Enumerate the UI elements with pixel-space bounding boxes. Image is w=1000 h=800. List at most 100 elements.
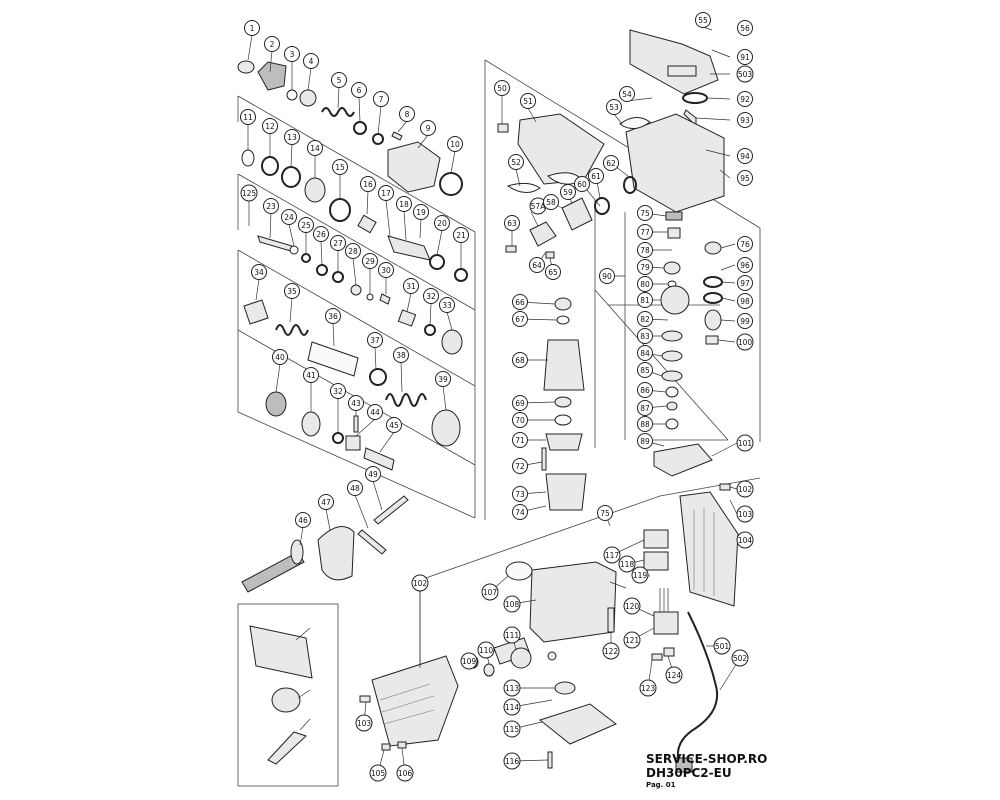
callout-circle <box>420 120 436 136</box>
callout-circle <box>503 595 521 613</box>
callout-circle <box>512 412 528 428</box>
callout-circle <box>588 168 604 184</box>
callout-circle <box>737 148 753 164</box>
callout-circle <box>618 555 636 573</box>
callout-number: 37 <box>370 336 380 345</box>
callout-number: 72 <box>515 462 525 471</box>
callout-9: 9 <box>420 120 436 136</box>
callout-107: 107 <box>481 583 499 601</box>
callout-circle <box>737 293 753 309</box>
callout-circle <box>399 106 415 122</box>
callout-52: 52 <box>508 154 524 170</box>
callout-circle <box>529 257 545 273</box>
callout-circle <box>737 112 753 128</box>
callout-number: 85 <box>640 366 650 375</box>
callout-number: 116 <box>505 757 520 766</box>
callout-49: 49 <box>365 466 381 482</box>
callout-circle <box>713 637 731 655</box>
callout-number: 57A <box>531 202 547 211</box>
callout-78: 78 <box>637 242 653 258</box>
callout-125: 125 <box>240 184 258 202</box>
callout-number: 17 <box>381 189 391 198</box>
callout-48: 48 <box>347 480 363 496</box>
callout-number: 103 <box>738 510 753 519</box>
callout-number: 120 <box>625 602 640 611</box>
callout-circle <box>347 480 363 496</box>
callout-circle <box>362 253 378 269</box>
callout-circle <box>369 764 387 782</box>
callout-number: 75 <box>640 209 650 218</box>
callout-number: 71 <box>515 436 525 445</box>
callout-number: 38 <box>396 351 406 360</box>
footer-model-code: DH30PC2-EU <box>646 766 732 780</box>
callout-circle <box>737 170 753 186</box>
callout-number: 79 <box>640 263 650 272</box>
callout-12: 12 <box>262 118 278 134</box>
callout-95: 95 <box>737 170 753 186</box>
callout-circle <box>460 652 478 670</box>
callout-121: 121 <box>623 631 641 649</box>
callout-46: 46 <box>295 512 311 528</box>
callout-circle <box>512 395 528 411</box>
callout-circle <box>330 383 346 399</box>
callout-number: 501 <box>715 642 730 651</box>
callout-circle <box>360 176 376 192</box>
callout-circle <box>348 395 364 411</box>
callout-73: 73 <box>512 486 528 502</box>
callout-number: 28 <box>348 247 358 256</box>
callout-number: 105 <box>371 769 386 778</box>
callout-number: 18 <box>399 200 409 209</box>
callout-circle <box>512 432 528 448</box>
callout-24: 24 <box>281 209 297 225</box>
callout-number: 102 <box>738 485 753 494</box>
callout-number: 6 <box>357 86 362 95</box>
callout-circle <box>637 345 653 361</box>
callout-circle <box>737 91 753 107</box>
callout-circle <box>494 80 510 96</box>
callout-88: 88 <box>637 416 653 432</box>
callout-31: 31 <box>403 278 419 294</box>
callout-circle <box>736 531 754 549</box>
callout-circle <box>481 583 499 601</box>
callout-number: 87 <box>640 404 650 413</box>
callout-circle <box>736 505 754 523</box>
callout-21: 21 <box>453 227 469 243</box>
callout-58: 58 <box>543 194 559 210</box>
parts-artwork <box>237 29 753 773</box>
callout-124: 124 <box>665 666 683 684</box>
callout-number: 41 <box>306 371 316 380</box>
callout-circle <box>477 641 495 659</box>
callout-circle <box>503 679 521 697</box>
callout-62: 62 <box>603 155 619 171</box>
callout-number: 10 <box>450 140 460 149</box>
callout-number: 119 <box>633 571 648 580</box>
callout-number: 16 <box>363 180 373 189</box>
callout-120: 120 <box>623 597 641 615</box>
callout-6: 6 <box>351 82 367 98</box>
callout-28: 28 <box>345 243 361 259</box>
callout-number: 96 <box>740 261 750 270</box>
callout-114: 114 <box>503 698 521 716</box>
callout-number: 32 <box>333 387 343 396</box>
callout-number: 82 <box>640 315 650 324</box>
callout-32: 32 <box>330 383 346 399</box>
callout-75: 75 <box>597 505 613 521</box>
callout-93: 93 <box>737 112 753 128</box>
callout-number: 117 <box>605 551 620 560</box>
callout-circle <box>637 259 653 275</box>
callout-14: 14 <box>307 140 323 156</box>
callout-circle <box>325 308 341 324</box>
callout-56: 56 <box>737 20 753 36</box>
callout-circle <box>264 36 280 52</box>
callout-number: 108 <box>505 600 520 609</box>
callout-87: 87 <box>637 400 653 416</box>
callout-number: 114 <box>505 703 520 712</box>
callout-circle <box>665 666 683 684</box>
callout-number: 106 <box>398 769 413 778</box>
callout-113: 113 <box>503 679 521 697</box>
callout-circle <box>736 65 754 83</box>
callout-57A: 57A <box>529 197 547 215</box>
callout-circle <box>453 227 469 243</box>
callout-number: 64 <box>532 261 542 270</box>
callout-number: 93 <box>740 116 750 125</box>
